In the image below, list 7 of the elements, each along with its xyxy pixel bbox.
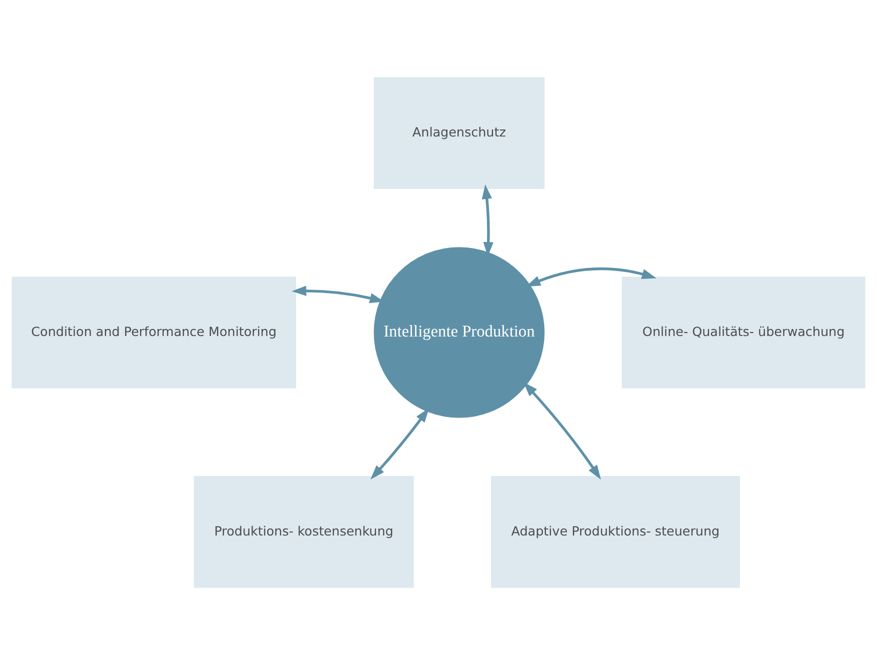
node-box: Anlagenschutz bbox=[374, 76, 545, 188]
node-box: Online- Qualitäts- überwachung bbox=[622, 276, 866, 388]
node-box: Produktions- kostensenkung bbox=[194, 476, 414, 588]
node-box: Condition and Performance Monitoring bbox=[12, 276, 296, 388]
node-circle: Intelligente Produktion bbox=[374, 246, 545, 418]
node-box: Adaptive Produktions- steuerung bbox=[490, 476, 740, 588]
arrow bbox=[523, 382, 601, 480]
